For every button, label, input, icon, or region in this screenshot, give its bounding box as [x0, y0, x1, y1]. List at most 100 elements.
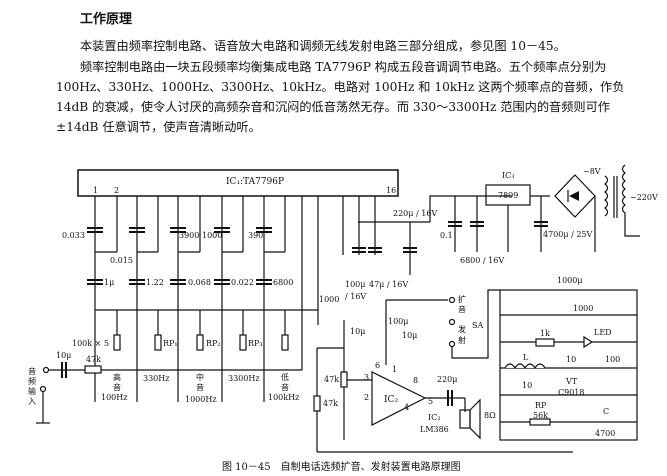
paragraph-frequency-control: 频率控制电路由一块五段频率均衡集成电路 TA7796P 构成五段音调调节电路。五… [56, 60, 625, 134]
cap-1u: 1μ [104, 278, 114, 287]
cap-0068: 0.068 [188, 278, 211, 287]
input-res-label: 47k [86, 355, 101, 364]
transistor-label: VT [565, 377, 578, 386]
freq-mid-2: 音 [196, 382, 204, 392]
rp2-label: RP₂ [206, 339, 221, 348]
ic1-pin1: 1 [93, 186, 98, 195]
led [583, 335, 594, 349]
ic1-pin16: 16 [386, 186, 396, 195]
freq-3300: 3300Hz [228, 374, 260, 383]
tx-branches [500, 314, 637, 423]
res-47k [313, 395, 321, 412]
input-label-4: 入 [28, 397, 36, 406]
tx-pot[interactable] [529, 418, 551, 426]
switch-contact-2[interactable] [448, 318, 456, 326]
supply-cap-16v: / 16V [345, 292, 366, 301]
switch-pos2-a: 发 [458, 324, 466, 334]
supply-cap-220u: 220μ / 16V [393, 209, 437, 218]
inductor-label: L [523, 353, 529, 362]
regulator-label: 7809 [498, 191, 518, 200]
res-bank-label: 100k × 5 [72, 339, 109, 348]
tx-res-1k[interactable] [535, 338, 555, 347]
cap-122: 1.22 [146, 278, 164, 287]
input-label-3: 输 [28, 386, 36, 396]
power-rail [429, 195, 512, 222]
tx-cap-1000u: 1000μ [557, 276, 583, 285]
cap-0022: 0.022 [231, 278, 254, 287]
ic1-label: IC₁:TA7796P [226, 177, 284, 187]
tx-cap-100: 100 [605, 355, 620, 364]
switch-contact-1[interactable] [448, 296, 456, 304]
tx-cap-1000: 1000 [573, 304, 593, 313]
ic2-pin2: 2 [364, 393, 369, 402]
switch-contact-3[interactable] [448, 340, 456, 348]
res-47k-label: 47k [323, 399, 338, 408]
cap-10u-label: 10μ [350, 327, 365, 336]
ic2-cap-100u: 100μ [388, 317, 408, 326]
ic2-pin3: 3 [364, 373, 369, 382]
switch-pos1-b: 音 [458, 304, 466, 314]
tx-cap-c: C [603, 407, 609, 416]
ic2-label: IC₂ [384, 395, 398, 405]
pot-47k [340, 371, 348, 388]
cap-3900: 3900 [179, 231, 199, 240]
ic1-caps-top [87, 227, 272, 233]
ic2-name-2: LM386 [420, 425, 449, 434]
inductor [504, 363, 546, 370]
transistor-model: C9018 [558, 388, 584, 397]
led-label: LED [594, 328, 612, 337]
ic1-pin-wires [94, 196, 430, 402]
supply-cap-100u: 100μ [345, 280, 365, 289]
freq-low-1: 低 [281, 372, 289, 382]
figure-caption: 图 10－45 自制电话选频扩音、发射装置电路原理图 [222, 462, 461, 473]
tx-cap-10b: 10 [522, 381, 532, 390]
speaker [459, 409, 471, 429]
tx-cap-4700: 4700 [595, 429, 615, 438]
ic1-box [77, 169, 399, 197]
transformer [604, 164, 640, 237]
ic2-cap-10u: 10μ [402, 331, 417, 340]
rp1-label: RP₁ [163, 339, 178, 348]
tx-res-label: 1k [540, 329, 550, 338]
switch-pos1-a: 扩 [458, 294, 466, 304]
freq-high-3: 100Hz [101, 393, 127, 402]
supply-caps [352, 247, 417, 253]
ic2-pin6: 6 [375, 361, 380, 370]
coupling-cap-label: 1000 [319, 295, 339, 304]
freq-high-2: 音 [113, 382, 121, 392]
freq-low-2: 音 [281, 382, 289, 392]
ic3-label: IC₃ [502, 171, 515, 180]
resistor-bank [113, 310, 289, 351]
input-terminal [42, 366, 50, 374]
xfmr-primary-label: ~220V [630, 193, 658, 202]
freq-high-1: 高 [113, 372, 121, 382]
cap-1000a: 1000 [202, 231, 222, 240]
ic2-name-1: IC₂ [428, 413, 441, 422]
cap-6800-label: 6800 / 16V [460, 256, 504, 265]
supply-cap-47u: 47μ / 16V [369, 280, 408, 289]
switch-label: SA [472, 321, 483, 330]
input-resistor [84, 365, 102, 374]
input-label-1: 音 [28, 366, 36, 376]
ic1-caps-bottom [87, 279, 272, 285]
ic2-pin8: 8 [413, 376, 418, 385]
rp3-label: RP₃ [248, 339, 263, 348]
section-heading: 工作原理 [80, 12, 133, 27]
xfmr-secondary-label: ~8V [583, 167, 601, 176]
ic1-pin2: 2 [114, 186, 119, 195]
tx-pot-label: RP [535, 401, 547, 410]
freq-mid-1: 中 [196, 372, 204, 382]
freq-low-3: 100kHz [268, 393, 299, 402]
tx-cap-10a: 10 [566, 355, 576, 364]
input-label-2: 频 [28, 376, 36, 386]
speaker-label: 8Ω [484, 411, 496, 420]
cap-0033: 0.033 [62, 231, 85, 240]
ic2-amplifier [371, 371, 427, 426]
ground-terminal [39, 385, 47, 393]
cap-6800: 6800 [273, 278, 293, 287]
cap-01-label: 0.1 [440, 231, 453, 240]
cap-390: 390 [248, 231, 263, 240]
tx-pot-value: 56k [533, 411, 548, 420]
tx-frame [499, 289, 638, 441]
